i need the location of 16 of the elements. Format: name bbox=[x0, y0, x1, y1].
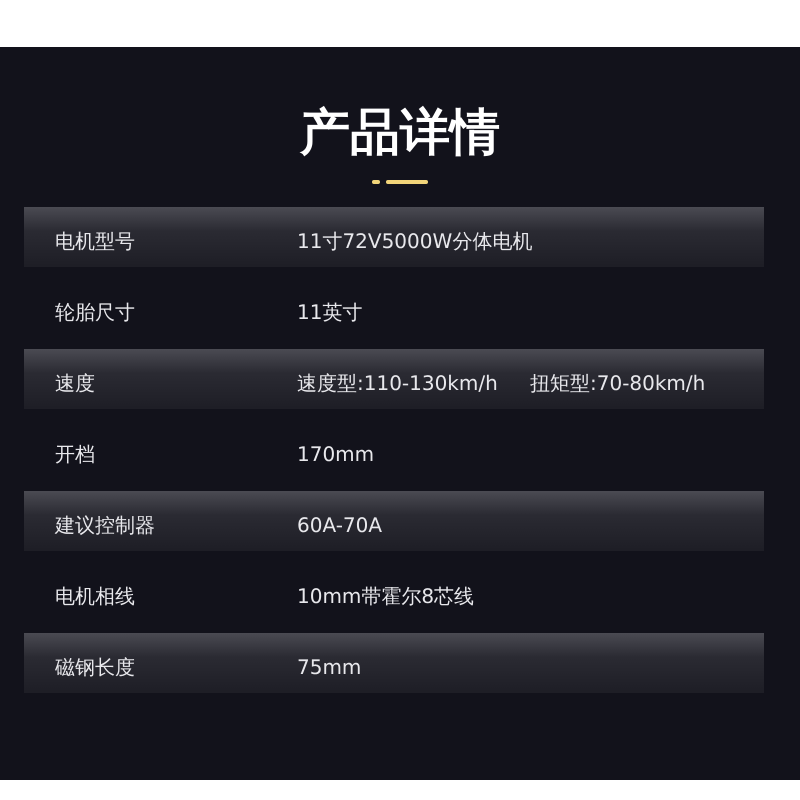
spec-name: 电机相线 bbox=[55, 583, 135, 610]
spec-name: 速度 bbox=[55, 370, 95, 397]
spec-name: 建议控制器 bbox=[55, 512, 155, 539]
spec-name: 电机型号 bbox=[55, 228, 135, 255]
spec-name: 磁钢长度 bbox=[55, 654, 135, 681]
spec-value: 10mm带霍尔8芯线 bbox=[297, 583, 474, 610]
spec-value: 扭矩型:70-80km/h bbox=[530, 370, 706, 397]
title: 产品详情 bbox=[298, 102, 501, 162]
spec-value: 170mm bbox=[297, 441, 374, 468]
spec-value: 11英寸 bbox=[297, 299, 362, 326]
spec-name: 开档 bbox=[55, 441, 95, 468]
spec-name: 轮胎尺寸 bbox=[55, 299, 135, 326]
spec-value: 11寸72V5000W分体电机 bbox=[297, 228, 532, 255]
spec-value: 60A-70A bbox=[297, 512, 382, 539]
spec-value: 75mm bbox=[297, 654, 362, 681]
spec-value: 速度型:110-130km/h bbox=[297, 370, 498, 397]
